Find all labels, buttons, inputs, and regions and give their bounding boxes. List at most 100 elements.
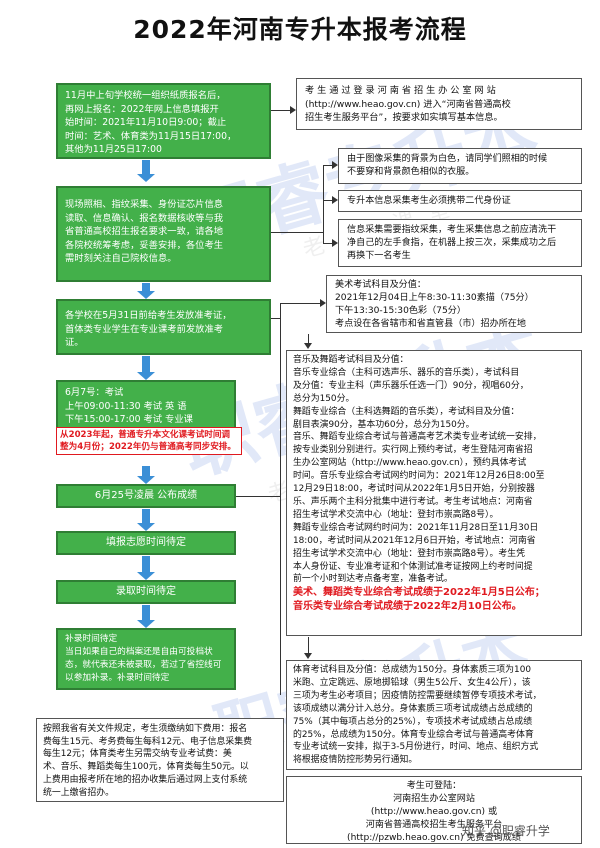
fingerprint-line: 信息采集需要指纹采集，考生采集信息之前应清洗干: [347, 225, 557, 235]
fee-line: 统一上缴省招办。: [43, 787, 114, 798]
music-line: 18:00，考试时间从2021年12月6日开始，考试地点：河南省: [293, 535, 536, 546]
connector-arrowhead: [290, 106, 296, 114]
exam-note-line: 整为4月份；2022年仍与普通高考同步安排。: [60, 442, 236, 452]
fee-line: 术、音乐、舞蹈类每生100元，体育类每生50元。以: [43, 762, 249, 773]
step-line: 以参加补录。补录时间待定: [65, 673, 170, 683]
music-line: 及分值：专业主科（声乐器乐任选一门）90分，视唱60分，: [293, 380, 529, 391]
music-result-note: 音乐类专业综合考试成绩于2022年2月10日公布。: [293, 600, 522, 612]
step-line: 现场照相、指纹采集、身份证芯片信息: [65, 199, 224, 210]
fee-box: 按照我省有关文件规定，考生须缴纳如下费用：报名 费每生15元、考务费每生每科12…: [36, 718, 284, 802]
music-line: 剧目表演90分，基本功60分，总分为150分。: [293, 419, 475, 430]
step-line: 时间：艺术、体育类为11月15日17:00，: [65, 130, 237, 142]
music-box: 音乐及舞蹈考试科目及分值： 音乐专业综合（主科可选声乐、器乐的音乐类），考试科目…: [286, 350, 582, 636]
register-box: 考 生 通 过 登 录 河 南 省 招 生 办 公 室 网 站 (http://…: [296, 78, 582, 130]
flow-arrow: [137, 356, 155, 380]
exam-note-line: 从2023年起，普通专升本文化课考试时间调: [60, 430, 231, 440]
step-admission: 录取时间待定: [56, 580, 236, 604]
step-line: 读取、信息确认、报名数据核收等与我: [65, 212, 224, 224]
zhihu-watermark: 知乎 @职睿升学: [462, 824, 550, 838]
photo-box: 由于图像采集的背景为白色，请同学们照相的时候 不要穿和背景颜色相似的衣服。: [338, 148, 582, 184]
page-title: 2022年河南专升本报考流程: [133, 15, 467, 44]
connector-line: [236, 496, 280, 497]
music-line: 音乐及舞蹈考试科目及分值：: [293, 355, 409, 365]
connector-arrowhead: [332, 196, 338, 204]
connector-arrowhead: [332, 161, 338, 169]
connector-line: [280, 303, 320, 304]
art-line: 考点设在各省辖市和省直管县（市）招办所在地: [335, 319, 526, 329]
flow-arrow: [137, 556, 155, 580]
music-line: 招生考试学术交流中心（地址：登封市崇高路8号）。考生凭: [293, 548, 525, 559]
step-supplement: 补录时间待定 当日如果自己的档案还是自由可投档状 态，就代表还未被录取，若过了省…: [56, 628, 236, 690]
step-line: 6月7号：考试: [65, 387, 124, 398]
art-box: 美术考试科目及分值： 2021年12月04日上午8:30-11:30素描（75分…: [326, 275, 582, 333]
music-line: 总分为150分。: [293, 393, 355, 404]
query-line: (http://www.heao.gov.cn) 或: [370, 807, 498, 817]
register-line: 考 生 通 过 登 录 河 南 省 招 生 办 公 室 网 站: [305, 85, 496, 96]
sports-box: 体育考试科目及分值：总成绩为150分。身体素质三项为100 米跑、立定跳远、原地…: [286, 660, 582, 770]
fee-line: 每生12元；体育类考生另需交纳专业考试费：美: [43, 749, 232, 760]
register-line: (http://www.heao.gov.cn) 进入“河南省普通高校: [305, 98, 511, 110]
fingerprint-box: 信息采集需要指纹采集，考生采集信息之前应清洗干 净自己的左手食指，在机器上按三次…: [338, 219, 582, 267]
register-line: 招生考生服务平台”，按要求如实填写基本信息。: [305, 112, 503, 123]
music-line: 音乐、舞蹈专业综合考试与普通高考艺术类专业考试统一安排，: [293, 432, 542, 443]
photo-line: 不要穿和背景颜色相似的衣服。: [347, 167, 475, 177]
music-line: 12月29日18:00，考试时间从2022年1月5日开始，分别按器: [293, 484, 535, 495]
connector-line: [308, 637, 309, 653]
connector-line: [271, 318, 280, 319]
music-line: 舞蹈专业综合考试网约时间为：2021年11月28日至11月30日: [293, 522, 539, 533]
step-line: 省普通高校招生报名要求一致，请各地: [65, 226, 224, 237]
query-line: 考生可登陆：: [406, 781, 462, 791]
fingerprint-line: 净自己的左手食指，在机器上按三次，采集成功之后: [347, 238, 557, 248]
step-line: 始时间：2021年11月10日9:00；截止: [65, 117, 227, 128]
query-line: 河南省普通高校招生考生服务平台: [365, 820, 503, 830]
step-line: 需时刻关注自己院校信息。: [65, 253, 177, 264]
fee-line: 费每生15元、考务费每生每科12元、电子信息采集费: [43, 736, 252, 747]
idcard-line: 专升本信息采集考生必须携带二代身份证: [347, 196, 511, 206]
music-line: 乐、声乐两个主科分批集中进行考试。考生考试地点：河南省: [293, 496, 533, 507]
step-line: 上午09:00-11:30 考试 英 语: [65, 400, 187, 412]
photo-line: 由于图像采集的背景为白色，请同学们照相的时候: [347, 154, 548, 164]
art-line: 下午13:30-15:30色彩（75分）: [335, 306, 466, 316]
connector-line: [271, 110, 291, 111]
fee-line: 按照我省有关文件规定，考生须缴纳如下费用：报名: [43, 724, 248, 734]
step-line: 其他为11月25日17:00: [65, 144, 162, 155]
fee-line: 上费用由报考所在地的招办收集后通过网上支付系统: [43, 774, 248, 785]
sports-line: 专业考试统一安排，拟于3-5月份进行，时间、地点、组织方式: [293, 742, 539, 753]
step-line: 再网上报名：2022年网上信息填报开: [65, 103, 219, 115]
sports-line: 的25%，总成绩为150分。体育专业综合考试与普通高考体育: [293, 729, 534, 740]
connector-arrowhead: [304, 343, 312, 349]
connector-arrowhead: [332, 239, 338, 247]
music-line: 前一个小时到达考点备考室，准备考试。: [293, 574, 453, 585]
idcard-box: 专升本信息采集考生必须携带二代身份证: [338, 190, 582, 212]
step-line: 各学校在5月31日前给考生发放准考证，: [65, 310, 232, 321]
sports-line: 将根据疫情防控形势另行通知。: [293, 755, 418, 766]
flow-arrow: [137, 466, 155, 484]
flow-arrow: [137, 509, 155, 531]
step-line: 态，就代表还未被录取，若过了省控线可: [65, 660, 222, 670]
step-results: 6月25号凌晨 公布成绩: [56, 484, 236, 508]
step-fill-wishes: 填报志愿时间待定: [56, 531, 236, 555]
connector-arrowhead: [304, 653, 312, 659]
art-line: 美术考试科目及分值：: [335, 280, 426, 290]
step-line: 证。: [65, 337, 84, 348]
fingerprint-line: 再换下一名考生: [347, 251, 411, 261]
connector-line: [308, 334, 309, 344]
step-line: 当日如果自己的档案还是自由可投档状: [65, 647, 213, 657]
query-line: 河南招生办公室网站: [393, 794, 475, 804]
query-line: (http://pzwb.heao.gov.cn) 免费查询成绩: [347, 833, 521, 843]
step-exam: 6月7号：考试 上午09:00-11:30 考试 英 语 下午15:00-17:…: [56, 380, 242, 455]
flow-arrow: [137, 605, 155, 628]
step-collection: 现场照相、指纹采集、身份证芯片信息 读取、信息确认、报名数据核收等与我 省普通高…: [56, 186, 271, 282]
connector-line: [280, 303, 281, 695]
step-line: 下午15:00-17:00 考试 专业课: [65, 414, 193, 425]
step-line: 首体类专业学生在专业课考前发放准考: [65, 323, 224, 335]
exam-note: 从2023年起，普通专升本文化课考试时间调 整为4月份；2022年仍与普通高考同…: [56, 427, 242, 455]
step-line: 补录时间待定: [65, 634, 118, 644]
sports-line: 该项成绩以满分计入总分。身体素质三项考试成绩占总成绩的: [293, 703, 533, 714]
sports-line: 三项为考生必考项目；因疫情防控需要继续暂停专项技术考试，: [293, 690, 542, 701]
music-result-note: 美术、舞蹈类专业综合考试成绩于2022年1月5日公布；: [293, 587, 545, 599]
connector-arrowhead: [320, 299, 326, 307]
music-line: 本人身份证、专业准考证和个体测试准考证按网上约考时间提: [293, 561, 533, 572]
music-line: 时间。音乐专业综合考试网约时间为：2021年12月26日8:00至: [293, 471, 545, 482]
music-line: 招生考试学术交流中心（地址：登封市崇高路8号）。: [293, 509, 499, 520]
